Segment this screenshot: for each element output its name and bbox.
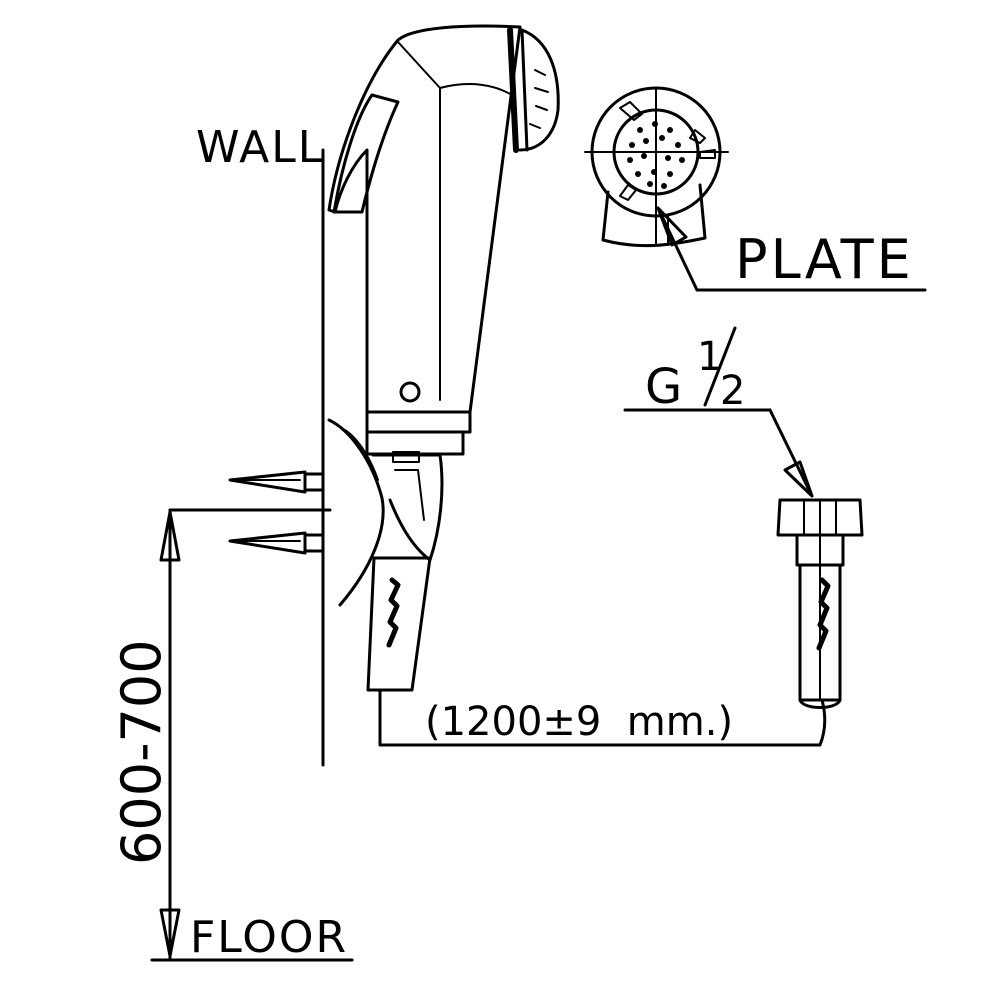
hose-length-label: (1200±9 mm.) [425, 699, 733, 745]
height-dimension [159, 508, 332, 960]
wall-anchor-upper [228, 470, 325, 494]
hose [378, 688, 827, 747]
plate-label: PLATE [735, 228, 914, 291]
plate-leader [656, 206, 927, 292]
height-range-label: 600-700 [110, 639, 173, 865]
hose-connector-left [366, 556, 432, 692]
wall-label: WALL [196, 122, 324, 173]
plate-detail [584, 86, 729, 248]
g-thread-denominator: 2 [720, 368, 745, 414]
floor-label: FLOOR [190, 912, 348, 963]
g-half-fitting [776, 498, 864, 709]
g-half-leader [623, 408, 814, 498]
wall-holder [327, 418, 444, 607]
spray-head [327, 24, 560, 456]
g-thread-label: G [645, 359, 682, 415]
g-thread-fraction-bar [703, 326, 737, 407]
wall-anchor-lower [228, 531, 325, 555]
